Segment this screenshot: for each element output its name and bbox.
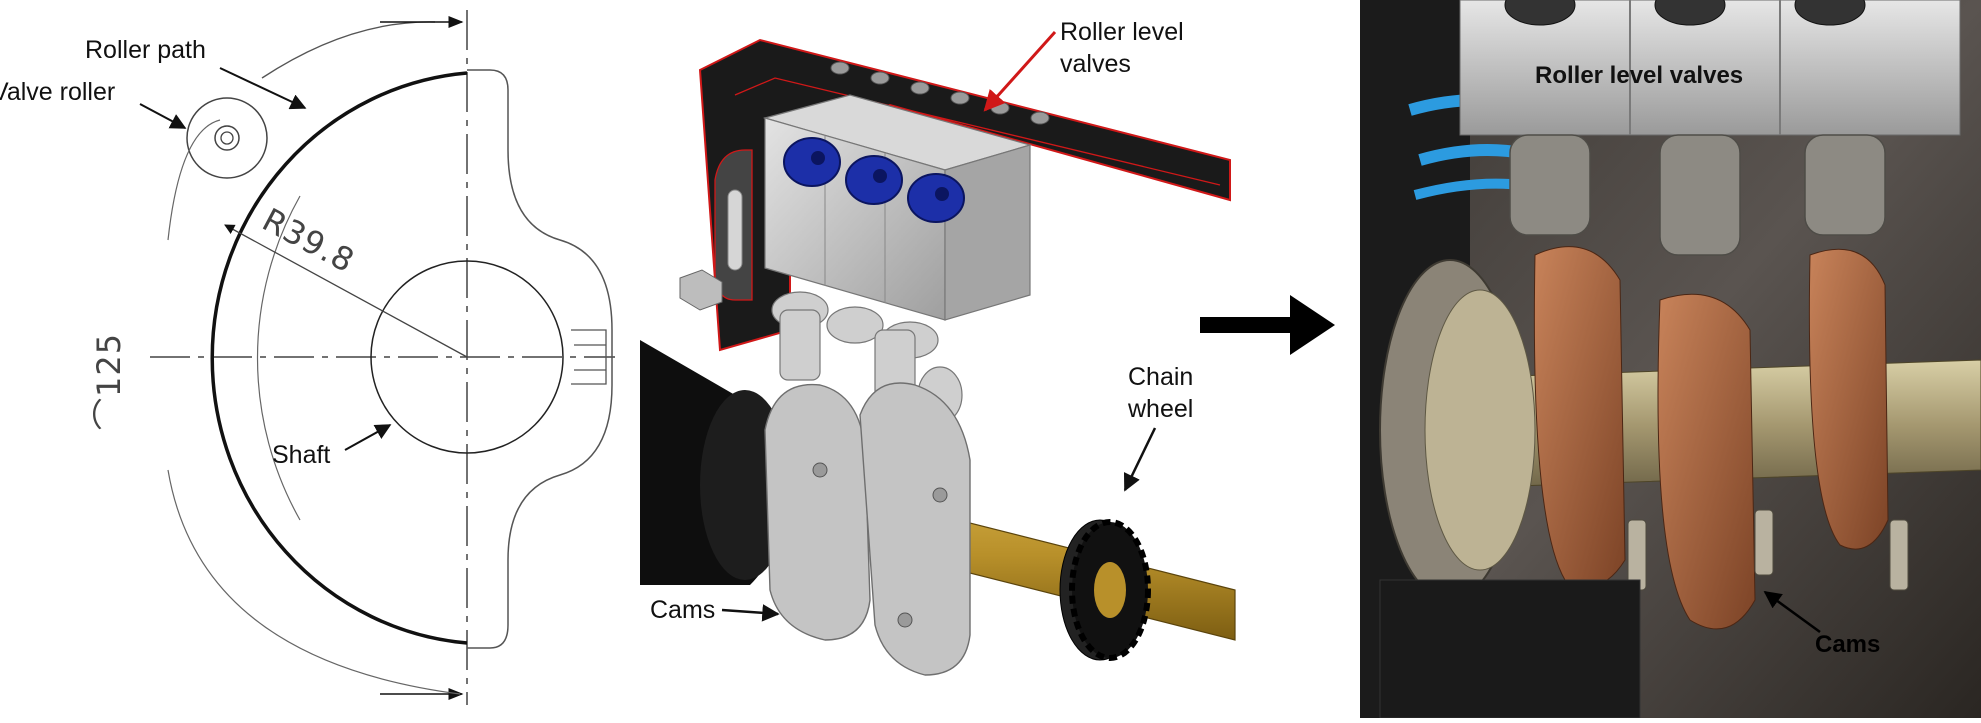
shaft-pointer bbox=[344, 424, 392, 451]
cam-profile bbox=[210, 71, 468, 645]
photo-cam-2 bbox=[1657, 293, 1756, 630]
cam-bolts bbox=[812, 462, 948, 628]
cam-body-outline bbox=[467, 69, 613, 649]
photo-svg: Roller level valves Cams bbox=[1360, 0, 1981, 719]
radius-leader bbox=[224, 224, 468, 358]
diameter-dim-arc-lower bbox=[167, 469, 461, 695]
cam-cad-render: Roller level valves Chain wheel Cams bbox=[640, 0, 1240, 718]
roller-path-arc bbox=[261, 21, 436, 79]
roller-level-valves-label-line2: valves bbox=[1060, 50, 1131, 78]
cam-right bbox=[859, 382, 971, 676]
valve-caps bbox=[783, 137, 965, 223]
photo-roller-level-valves-label: Roller level valves bbox=[1535, 62, 1743, 89]
photo-flange-inner bbox=[1424, 289, 1536, 571]
photo-studs bbox=[1627, 509, 1909, 591]
valve-cap-3 bbox=[907, 173, 965, 223]
drawing-svg: R39.8 ⌒125 Roller path Valve roller Shaf… bbox=[0, 10, 615, 705]
valve-roller-label: Valve roller bbox=[0, 78, 115, 106]
bracket-inner-edge bbox=[734, 77, 1221, 186]
photo-bottom-block bbox=[1379, 579, 1641, 719]
bracket-bolts bbox=[830, 61, 1050, 125]
photo-cam-3 bbox=[1808, 248, 1889, 550]
roller-path-label: Roller path bbox=[85, 36, 206, 64]
valve-block-side bbox=[944, 144, 1031, 321]
cad-svg: Roller level valves Chain wheel Cams bbox=[640, 18, 1236, 676]
valve-fittings bbox=[1504, 0, 1866, 26]
cams-pointer bbox=[721, 604, 780, 622]
cams-label: Cams bbox=[650, 596, 715, 624]
valve-roller-pointer bbox=[139, 103, 187, 129]
valve-cap-1 bbox=[783, 137, 841, 187]
cam-left bbox=[764, 383, 871, 641]
keyway bbox=[571, 329, 607, 385]
valve-cap-2 bbox=[845, 155, 903, 205]
roller-level-valves-pointer bbox=[983, 30, 1057, 112]
bracket-slot-hole bbox=[727, 189, 743, 271]
chain-wheel-pointer bbox=[1123, 427, 1157, 492]
roller-level-valves-label-line1: Roller level bbox=[1060, 18, 1184, 46]
chain-wheel bbox=[1059, 519, 1151, 661]
valve-roller-outer bbox=[186, 97, 268, 179]
diameter-dim-arc-upper bbox=[167, 119, 221, 241]
shaft-circle bbox=[370, 260, 564, 454]
valve-roller-core bbox=[220, 131, 234, 145]
roller-path-pointer bbox=[219, 67, 307, 110]
radius-dimension: R39.8 bbox=[256, 201, 361, 281]
photo-cams-pointer bbox=[1763, 590, 1821, 634]
cam-technical-drawing: R39.8 ⌒125 Roller path Valve roller Shaf… bbox=[0, 0, 620, 718]
right-arrow-icon bbox=[1200, 295, 1340, 355]
photo-cams-label: Cams bbox=[1815, 631, 1880, 658]
chain-wheel-label-line1: Chain bbox=[1128, 363, 1193, 391]
chain-wheel-label-line2: wheel bbox=[1127, 395, 1193, 423]
diameter-dim-arc bbox=[256, 195, 301, 521]
photo-levers bbox=[1509, 134, 1886, 256]
valve-roller-inner bbox=[214, 125, 240, 151]
diameter-dimension: ⌒125 bbox=[90, 333, 128, 430]
side-nut bbox=[679, 269, 723, 311]
cam-photograph: Roller level valves Cams bbox=[1360, 0, 1981, 719]
shaft-label: Shaft bbox=[272, 441, 330, 469]
